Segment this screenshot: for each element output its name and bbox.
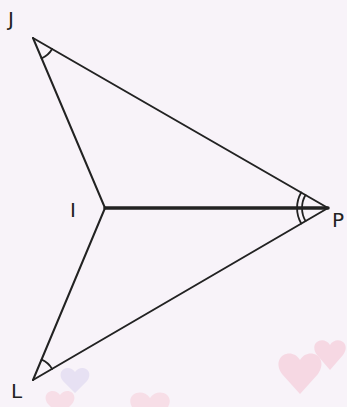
angle-mark <box>302 195 305 221</box>
segment-jp <box>33 38 328 208</box>
segment-ji <box>33 38 105 208</box>
point-label: L <box>11 381 22 401</box>
segment-ip <box>105 206 328 210</box>
angle-mark <box>42 49 53 58</box>
angle-mark <box>42 360 53 369</box>
segment-il <box>33 208 105 380</box>
point-label: J <box>8 9 14 29</box>
point-label: I <box>70 200 76 220</box>
angle-mark <box>297 193 301 224</box>
decorative-hearts <box>46 340 346 407</box>
segment-lp <box>33 208 328 380</box>
point-label: P <box>332 210 344 230</box>
